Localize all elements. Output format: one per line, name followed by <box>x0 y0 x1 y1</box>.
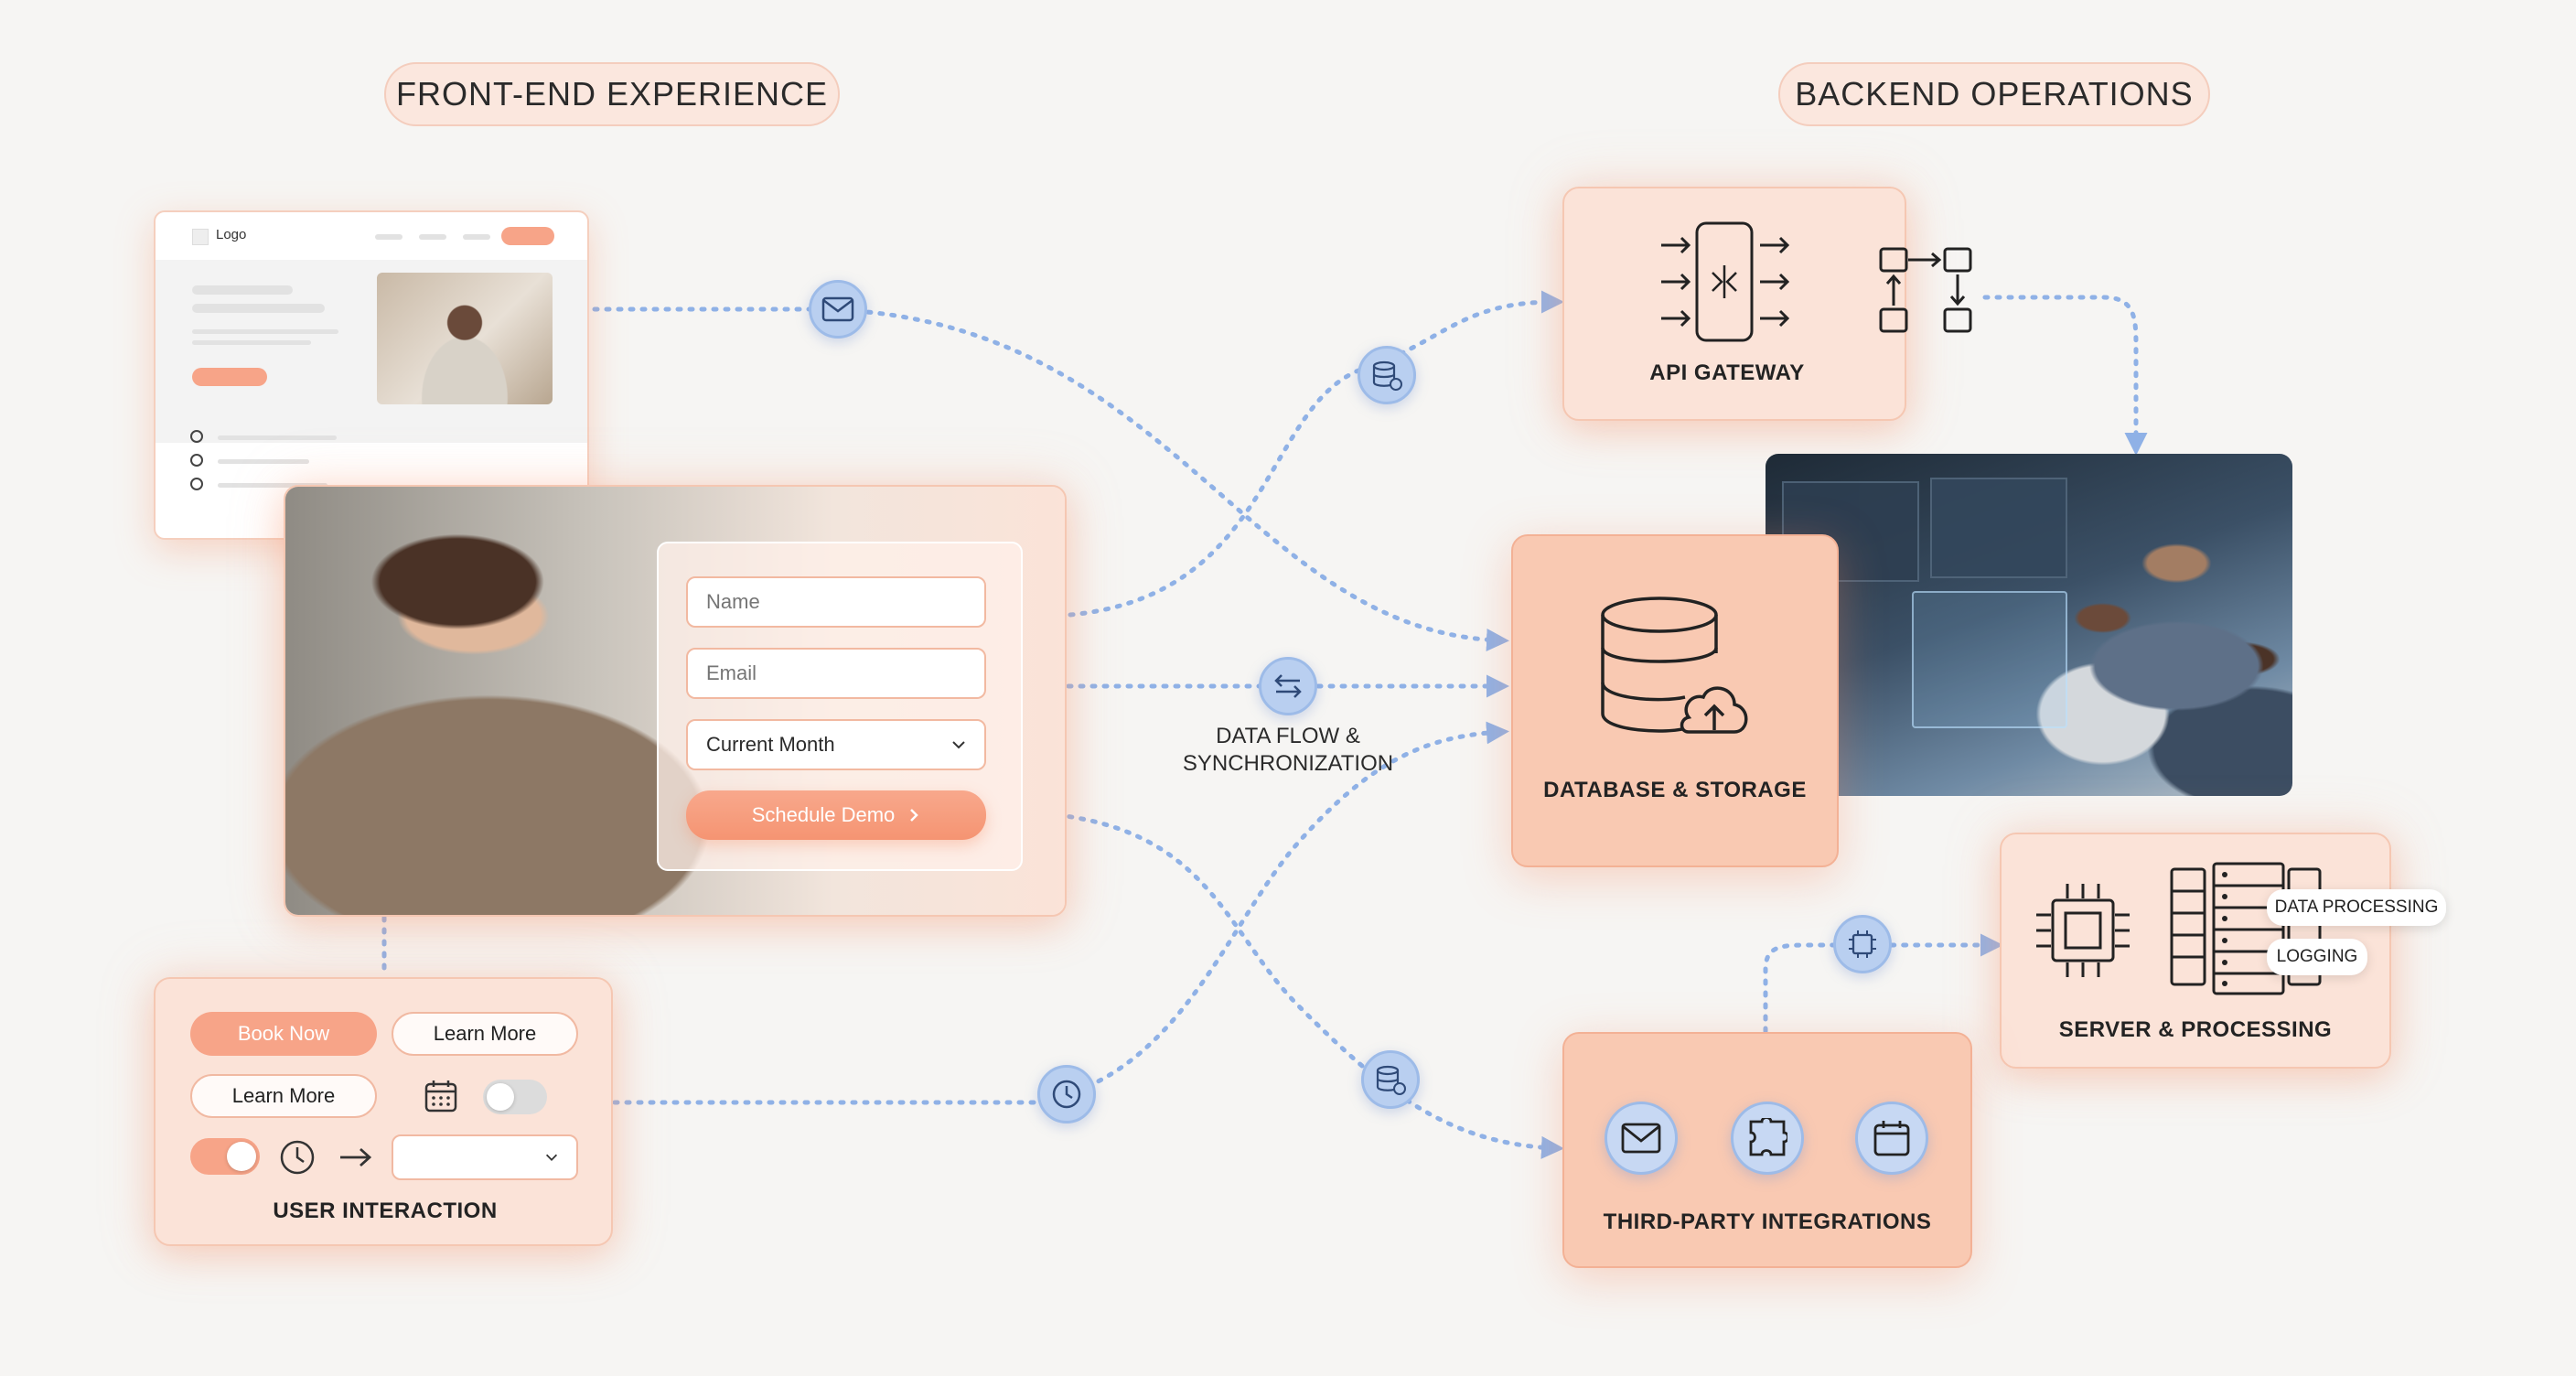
toggle-knob <box>487 1083 514 1111</box>
dropdown-select[interactable] <box>392 1134 578 1180</box>
workflow-icon <box>1879 247 1972 333</box>
data-flow-label: DATA FLOW & SYNCHRONIZATION <box>1151 723 1425 778</box>
site-logo-text: Logo <box>216 227 247 242</box>
email-field[interactable] <box>686 648 986 699</box>
api-gateway-card: API GATEWAY <box>1562 187 1906 421</box>
nav-link <box>463 234 490 240</box>
chevron-right-icon <box>910 809 919 822</box>
server-rack-icon <box>2170 862 2322 995</box>
data-flow-label-line2: SYNCHRONIZATION <box>1182 751 1394 776</box>
hero-button <box>192 368 267 386</box>
data-flow-label-line1: DATA FLOW & <box>1216 724 1360 748</box>
clock-node <box>1037 1065 1096 1123</box>
database-node-bottom <box>1361 1050 1420 1109</box>
user-interaction-card: Book Now Learn More Learn More USER INTE… <box>154 977 613 1246</box>
flow-api-to-servers <box>1982 295 2148 456</box>
hero-portrait-image <box>377 273 553 404</box>
month-select[interactable]: Current Month <box>686 719 986 770</box>
database-storage-label: DATABASE & STORAGE <box>1543 778 1807 802</box>
schedule-demo-label: Schedule Demo <box>751 803 896 826</box>
hero-title-line <box>192 304 325 313</box>
integration-puzzle <box>1731 1102 1804 1175</box>
monitor-screen <box>1930 478 2067 578</box>
flow-website-to-database <box>592 306 1509 651</box>
logging-tag: LOGGING <box>2267 939 2367 975</box>
calendar-icon[interactable] <box>423 1078 459 1114</box>
cpu-icon <box>2036 884 2130 977</box>
clock-icon[interactable] <box>278 1138 317 1177</box>
name-field[interactable] <box>686 576 986 628</box>
database-storage-card: DATABASE & STORAGE <box>1511 534 1839 867</box>
backend-heading: BACKEND OPERATIONS <box>1778 62 2210 126</box>
hero-title-line <box>192 285 293 295</box>
user-interaction-label: USER INTERACTION <box>273 1199 498 1223</box>
database-cloud-icon <box>1376 1065 1406 1095</box>
database-cloud-icon <box>1601 597 1748 734</box>
calendar-icon <box>1873 1121 1910 1156</box>
server-processing-label: SERVER & PROCESSING <box>2058 1017 2333 1042</box>
puzzle-icon <box>1749 1118 1787 1156</box>
flow-ui-to-database <box>612 721 1509 1105</box>
server-processing-card: DATA PROCESSING LOGGING SERVER & PROCESS… <box>2000 833 2446 1069</box>
learn-more-button[interactable]: Learn More <box>392 1012 578 1056</box>
server-room-team-image <box>1766 454 2292 796</box>
logo-placeholder-icon <box>192 229 209 245</box>
arrow-right-icon <box>340 1147 372 1167</box>
flow-form-to-api <box>1068 290 1564 618</box>
chip-node <box>1833 915 1892 973</box>
api-gateway-label: API GATEWAY <box>1649 360 1805 385</box>
toggle-on[interactable] <box>190 1138 260 1175</box>
front-end-heading: FRONT-END EXPERIENCE <box>384 62 840 126</box>
api-gateway-icon <box>1661 221 1790 342</box>
check-icon <box>190 478 203 490</box>
data-processing-tag: DATA PROCESSING <box>2267 889 2446 926</box>
nav-link <box>419 234 446 240</box>
holographic-database-display <box>1912 591 2067 728</box>
month-select-value: Current Month <box>706 733 835 756</box>
database-cloud-icon <box>1372 360 1402 391</box>
toggle-knob <box>227 1142 256 1171</box>
integration-calendar <box>1855 1102 1928 1175</box>
check-icon <box>190 454 203 467</box>
check-icon <box>190 430 203 443</box>
sync-node <box>1259 657 1317 715</box>
list-line <box>218 435 337 440</box>
third-party-integrations-card: THIRD-PARTY INTEGRATIONS <box>1562 1032 1972 1268</box>
book-now-button[interactable]: Book Now <box>190 1012 377 1056</box>
integration-mail <box>1605 1102 1678 1175</box>
hero-text-line <box>192 340 311 345</box>
schedule-demo-button[interactable]: Schedule Demo <box>686 790 986 840</box>
chevron-down-icon <box>952 741 965 749</box>
lead-form-card: Current Month Schedule Demo <box>284 485 1067 917</box>
nav-link <box>375 234 402 240</box>
mail-icon <box>1621 1123 1661 1154</box>
mail-node <box>809 280 867 339</box>
database-node-top <box>1358 346 1416 404</box>
nav-cta-pill <box>501 227 554 245</box>
mail-icon <box>821 296 854 322</box>
toggle-off[interactable] <box>483 1080 547 1114</box>
list-line <box>218 483 327 488</box>
chevron-down-icon <box>545 1154 558 1161</box>
swap-arrows-icon <box>1274 674 1302 698</box>
chip-icon <box>1849 930 1876 958</box>
hero-text-line <box>192 329 338 334</box>
list-line <box>218 459 309 464</box>
flow-integrations-to-server <box>1763 933 2003 1046</box>
learn-more-button-secondary[interactable]: Learn More <box>190 1074 377 1118</box>
clock-icon <box>1052 1080 1081 1109</box>
third-party-integrations-label: THIRD-PARTY INTEGRATIONS <box>1603 1209 1932 1234</box>
